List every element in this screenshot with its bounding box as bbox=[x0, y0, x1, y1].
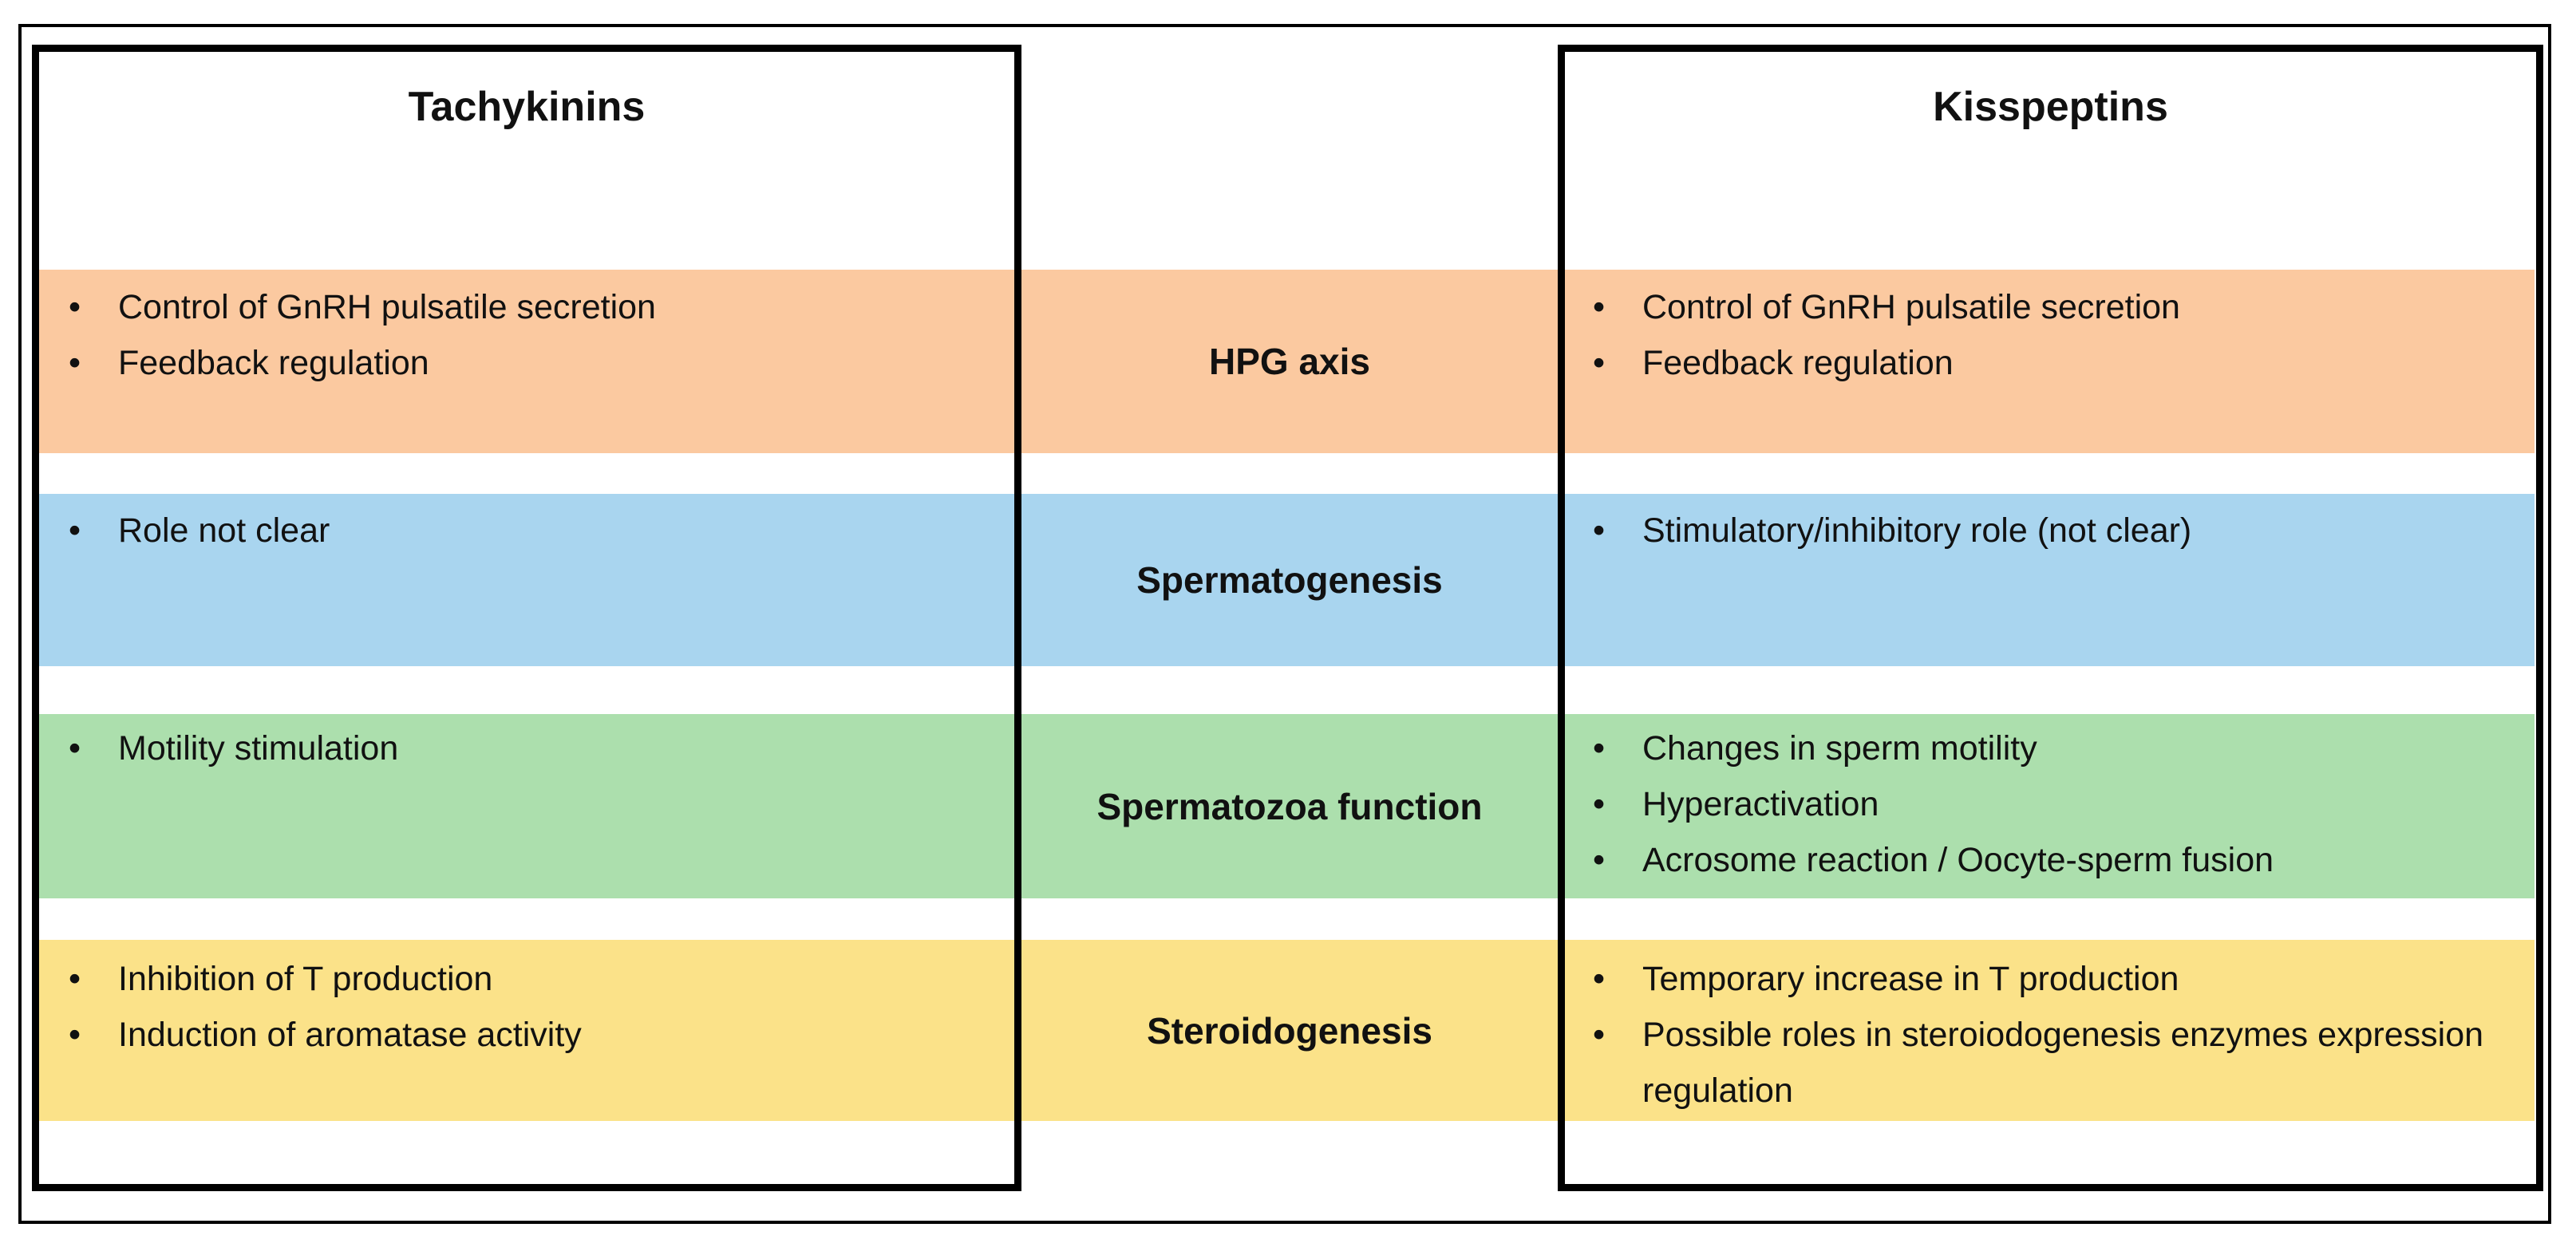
bullet-icon: • bbox=[1593, 344, 1606, 382]
bullet-icon: • bbox=[69, 288, 81, 326]
tachykinins-spermatozoa-function-list: • Motility stimulation bbox=[65, 720, 1007, 776]
category-label-spermatogenesis: Spermatogenesis bbox=[1136, 559, 1443, 601]
list-item: • Feedback regulation bbox=[1590, 335, 2530, 391]
list-item: • Temporary increase in T production bbox=[1590, 951, 2530, 1007]
bullet-icon: • bbox=[1593, 785, 1606, 823]
list-item: • Control of GnRH pulsatile secretion bbox=[1590, 279, 2530, 335]
list-item: • Motility stimulation bbox=[65, 720, 1007, 776]
tachykinins-spermatogenesis-list: • Role not clear bbox=[65, 503, 1007, 558]
list-item: • Control of GnRH pulsatile secretion bbox=[65, 279, 1007, 335]
list-item: • Acrosome reaction / Oocyte-sperm fusio… bbox=[1590, 832, 2530, 888]
list-item-text: Possible roles in steroiodogenesis enzym… bbox=[1642, 1016, 2484, 1110]
kisspeptins-spermatozoa-function-list: • Changes in sperm motility • Hyperactiv… bbox=[1590, 720, 2530, 888]
list-item: • Changes in sperm motility bbox=[1590, 720, 2530, 776]
bullet-icon: • bbox=[69, 511, 81, 550]
tachykinins-box-border bbox=[32, 45, 1021, 1191]
kisspeptins-column-title: Kisspeptins bbox=[1933, 84, 2168, 130]
list-item: • Inhibition of T production bbox=[65, 951, 1007, 1007]
kisspeptins-spermatogenesis-list: • Stimulatory/inhibitory role (not clear… bbox=[1590, 503, 2530, 558]
list-item: • Induction of aromatase activity bbox=[65, 1007, 1007, 1063]
tachykinins-hpg-axis-list: • Control of GnRH pulsatile secretion • … bbox=[65, 279, 1007, 391]
list-item: • Hyperactivation bbox=[1590, 776, 2530, 832]
bullet-icon: • bbox=[69, 729, 81, 768]
bullet-icon: • bbox=[1593, 841, 1606, 879]
bullet-icon: • bbox=[1593, 729, 1606, 768]
bullet-icon: • bbox=[69, 1016, 81, 1054]
kisspeptins-steroidogenesis-list: • Temporary increase in T production • P… bbox=[1590, 951, 2530, 1119]
category-label-steroidogenesis: Steroidogenesis bbox=[1147, 1009, 1432, 1052]
list-item-text: Role not clear bbox=[118, 511, 330, 550]
category-label-hpg-axis: HPG axis bbox=[1209, 341, 1370, 382]
list-item-text: Motility stimulation bbox=[118, 729, 399, 768]
list-item: • Feedback regulation bbox=[65, 335, 1007, 391]
bullet-icon: • bbox=[1593, 1016, 1606, 1054]
bullet-icon: • bbox=[1593, 288, 1606, 326]
list-item-text: Feedback regulation bbox=[1642, 344, 1954, 382]
list-item-text: Hyperactivation bbox=[1642, 785, 1879, 823]
band-hpg-axis bbox=[39, 270, 2535, 453]
bullet-icon: • bbox=[69, 344, 81, 382]
list-item-text: Temporary increase in T production bbox=[1642, 960, 2179, 998]
list-item: • Stimulatory/inhibitory role (not clear… bbox=[1590, 503, 2530, 558]
band-spermatozoa-function bbox=[39, 714, 2535, 898]
list-item-text: Induction of aromatase activity bbox=[118, 1016, 582, 1054]
kisspeptins-box-border bbox=[1558, 45, 2543, 1191]
category-label-spermatozoa-function: Spermatozoa function bbox=[1096, 785, 1483, 827]
band-spermatogenesis bbox=[39, 494, 2535, 666]
bullet-icon: • bbox=[69, 960, 81, 998]
tachykinins-steroidogenesis-list: • Inhibition of T production • Induction… bbox=[65, 951, 1007, 1063]
tachykinins-column-title: Tachykinins bbox=[408, 84, 646, 130]
bullet-icon: • bbox=[1593, 960, 1606, 998]
bullet-icon: • bbox=[1593, 511, 1606, 550]
list-item-text: Inhibition of T production bbox=[118, 960, 493, 998]
list-item-text: Feedback regulation bbox=[118, 344, 429, 382]
list-item: • Role not clear bbox=[65, 503, 1007, 558]
list-item-text: Acrosome reaction / Oocyte-sperm fusion bbox=[1642, 841, 2274, 879]
list-item: • Possible roles in steroiodogenesis enz… bbox=[1590, 1007, 2530, 1119]
band-steroidogenesis bbox=[39, 940, 2535, 1121]
kisspeptins-hpg-axis-list: • Control of GnRH pulsatile secretion • … bbox=[1590, 279, 2530, 391]
list-item-text: Control of GnRH pulsatile secretion bbox=[1642, 288, 2180, 326]
list-item-text: Stimulatory/inhibitory role (not clear) bbox=[1642, 511, 2192, 550]
list-item-text: Changes in sperm motility bbox=[1642, 729, 2037, 768]
outer-frame-border bbox=[18, 24, 2551, 1224]
list-item-text: Control of GnRH pulsatile secretion bbox=[118, 288, 656, 326]
